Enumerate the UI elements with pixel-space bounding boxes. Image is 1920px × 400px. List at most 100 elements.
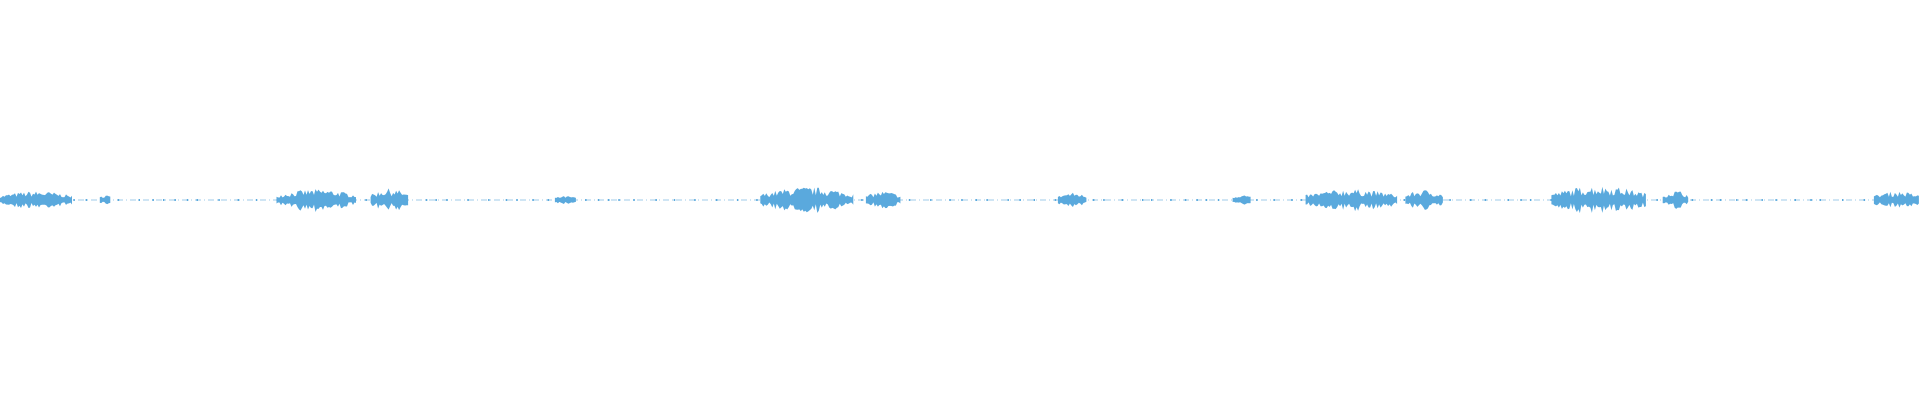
waveform-blip [1484,199,1487,201]
waveform-blip [1372,199,1375,201]
waveform-blip [843,199,845,201]
waveform-blip [1437,199,1439,201]
waveform-blip [1883,199,1885,201]
waveform-blip [715,199,718,201]
waveform-segment [1551,186,1646,214]
waveform-blip [608,199,610,201]
waveform-blip [1425,199,1428,201]
waveform-blip [1170,199,1172,201]
waveform-blip [73,199,75,201]
waveform-segment [1232,195,1251,205]
waveform-blip [336,199,338,201]
waveform-blip [1842,199,1844,201]
waveform-blip [1033,199,1035,201]
waveform-blip [1863,199,1866,201]
waveform-blip [1291,199,1293,201]
waveform-blip [547,199,550,201]
waveform-blip [930,199,932,201]
waveform-blip [1121,199,1124,201]
waveform-blip [1710,199,1713,201]
waveform-blip [1315,199,1318,201]
waveform-blip [1142,199,1144,201]
waveform-blip [28,199,31,201]
waveform-blip [585,199,587,201]
waveform-blip [1601,199,1603,201]
waveform-blip [403,199,405,201]
waveform-blip [1916,199,1919,201]
waveform-blip [1507,199,1509,201]
waveform-blip [303,199,306,201]
waveform-blip [1300,199,1303,201]
waveform-blip [1327,199,1330,201]
waveform-blip [12,199,15,201]
waveform-blip [435,199,437,201]
waveform-blip [1670,199,1672,201]
waveform-blip [1775,199,1777,201]
waveform-blip [908,199,911,201]
waveform-blip [861,199,863,201]
waveform-blip [196,199,198,201]
waveform-blip [365,199,367,201]
waveform-blip [1470,199,1472,201]
waveform-blip [351,199,353,201]
waveform-blip [218,199,220,201]
waveform-blip [1520,199,1522,201]
waveform-blip [276,199,278,201]
waveform-blip [1092,199,1095,201]
waveform-blip [1529,199,1532,201]
waveform-blip [1691,199,1694,201]
waveform-segment [276,189,356,212]
waveform-blip [1719,199,1722,201]
waveform-blip [1565,199,1567,201]
waveform-blip [769,199,772,201]
waveform-blip [1810,199,1812,201]
waveform-blip [986,199,988,201]
waveform-blip [0,199,2,201]
waveform-blip [961,199,963,201]
waveform-blip [736,199,739,201]
waveform-blip [655,199,657,201]
waveform-segment [0,191,72,208]
waveform-blip [1390,199,1393,201]
waveform-blip [1619,199,1621,201]
waveform-blip [1899,199,1902,201]
waveform-blip [255,199,258,201]
waveform-segment [554,196,576,204]
waveform-blip [1637,199,1640,201]
waveform-blip [1103,199,1105,201]
waveform-blip [1217,199,1220,201]
waveform-blip [152,199,154,201]
waveform-blip [56,199,58,201]
waveform-blip [1273,199,1275,201]
waveform-blip [1151,199,1153,201]
waveform-blip [186,199,189,201]
waveform-blip [532,199,534,201]
waveform-blip [1819,199,1821,201]
waveform-blip [807,199,810,201]
waveform-blip [505,199,508,201]
waveform-blip [694,199,696,201]
waveform-segment [370,188,409,211]
waveform-blip [117,199,120,201]
waveform-blip [385,199,387,201]
waveform-blip [1073,199,1075,201]
waveform-segment [99,195,111,205]
waveform-blip [325,199,327,201]
waveform-blip [1256,199,1258,201]
waveform-blip [567,199,569,201]
waveform-blip [1233,199,1235,201]
waveform-blip [1205,199,1208,201]
waveform-blip [237,199,240,201]
waveform-blip [756,199,758,201]
waveform-segment [865,191,901,209]
waveform-blip [1360,199,1362,201]
waveform-blip [827,199,829,201]
waveform-blip [1579,199,1581,201]
waveform-blip [425,199,428,201]
waveform-blip [618,199,620,201]
waveform-blip [1656,199,1658,201]
waveform-blip [1736,199,1738,201]
waveform-segment [760,187,854,213]
